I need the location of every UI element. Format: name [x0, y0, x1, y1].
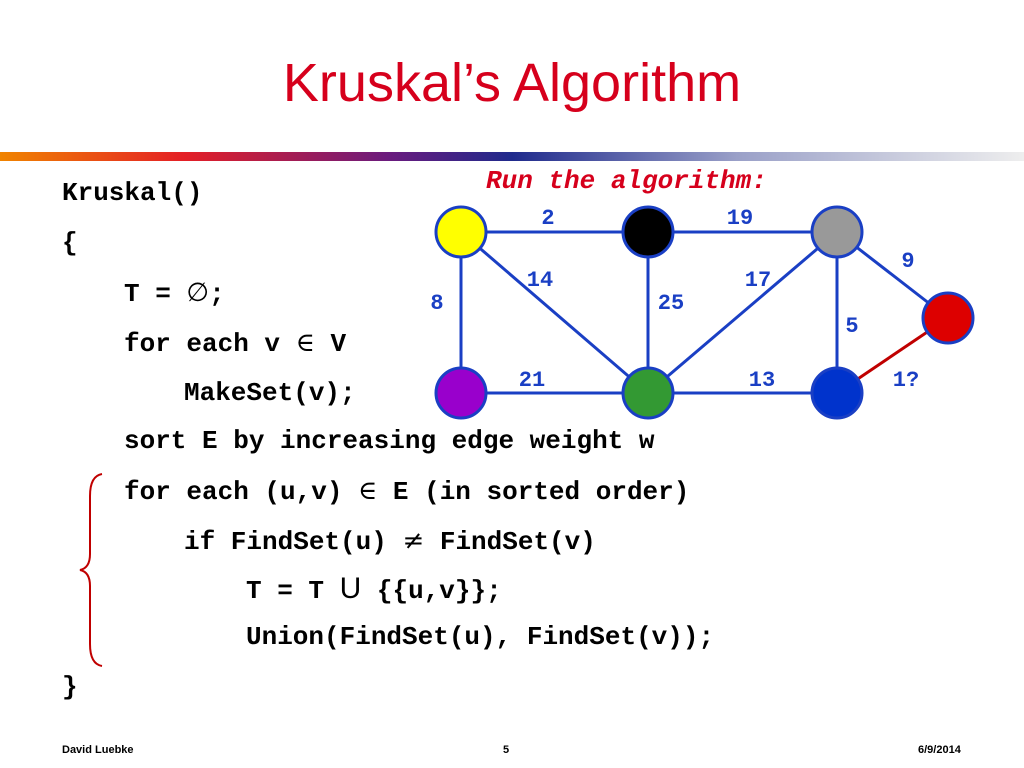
union-symbol: U — [339, 572, 362, 605]
code-line-9-end: {{u,v}}; — [361, 576, 502, 606]
code-line-4: for each v ∈ V — [124, 328, 347, 359]
edge-weight-label: 5 — [845, 314, 858, 339]
loop-brace — [79, 473, 103, 667]
slide-title: Kruskal’s Algorithm — [282, 53, 742, 113]
code-line-10: Union(FindSet(u), FindSet(v)); — [246, 622, 715, 652]
node-black — [621, 205, 675, 259]
edge-weight-label: 14 — [527, 268, 553, 293]
node-green — [621, 366, 675, 420]
code-line-7-text: for each (u,v) — [124, 477, 359, 507]
edge-weight-label: 2 — [541, 206, 554, 231]
empty-set-symbol: ∅ — [186, 278, 210, 308]
code-line-3-end: ; — [209, 279, 225, 309]
element-of-symbol: ∈ — [358, 476, 378, 506]
edge-weight-label: 17 — [745, 268, 771, 293]
code-line-2: { — [62, 228, 78, 258]
code-line-7: for each (u,v) ∈ E (in sorted order) — [124, 476, 690, 507]
node-purple — [434, 366, 488, 420]
code-line-8: if FindSet(u) ≠ FindSet(v) — [184, 526, 596, 557]
code-line-9: T = T U {{u,v}}; — [246, 572, 502, 607]
edge-weight-label: 21 — [519, 368, 545, 393]
code-line-6: sort E by increasing edge weight w — [124, 426, 655, 456]
element-of-symbol: ∈ — [295, 328, 315, 358]
footer-page-number: 5 — [503, 744, 510, 756]
footer-date: 6/9/2014 — [918, 744, 961, 756]
code-line-11: } — [62, 672, 78, 702]
edge-weight-label: 13 — [749, 368, 775, 393]
node-blue — [810, 366, 864, 420]
node-red — [921, 291, 975, 345]
code-line-8-end: FindSet(v) — [424, 527, 596, 557]
code-line-5: MakeSet(v); — [184, 378, 356, 408]
node-yellow — [434, 205, 488, 259]
edge-weight-label: 9 — [901, 249, 914, 274]
edge-weight-label: 25 — [658, 291, 684, 316]
code-line-3-text: T = — [124, 279, 187, 309]
code-line-4-end: V — [314, 329, 347, 359]
title-divider — [0, 152, 1024, 161]
code-line-8-text: if FindSet(u) — [184, 527, 403, 557]
edge-green-gray — [647, 230, 838, 395]
run-algorithm-label: Run the algorithm: — [486, 166, 767, 196]
edge-weight-label: 8 — [430, 291, 443, 316]
code-line-3: T = ∅; — [124, 278, 225, 309]
node-gray — [810, 205, 864, 259]
edge-yellow-green — [460, 230, 649, 395]
code-line-1: Kruskal() — [62, 178, 203, 208]
code-line-4-text: for each v — [124, 329, 296, 359]
edge-weight-label: 1? — [893, 368, 919, 393]
code-line-7-end: E (in sorted order) — [377, 477, 690, 507]
footer-author: David Luebke — [62, 744, 134, 756]
not-equal-symbol: ≠ — [402, 526, 425, 556]
code-line-9-text: T = T — [246, 576, 340, 606]
edge-weight-label: 19 — [727, 206, 753, 231]
